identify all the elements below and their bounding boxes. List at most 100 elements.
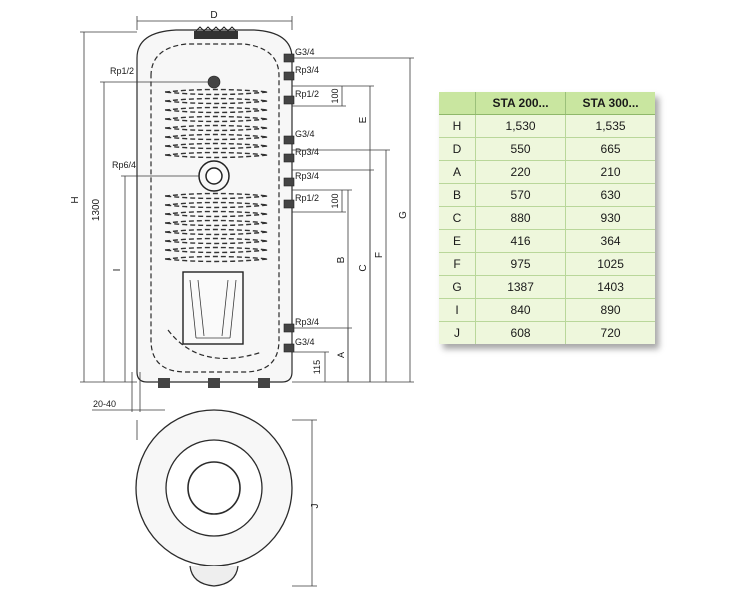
dim-A-label: A xyxy=(336,352,346,358)
table-cell: 608 xyxy=(474,321,566,344)
port-label-right: Rp1/2 xyxy=(295,193,319,203)
tank-top-view: J xyxy=(135,409,321,587)
port-label-right: G3/4 xyxy=(295,129,315,139)
pipe-port xyxy=(283,95,295,105)
table-cell: 1403 xyxy=(565,275,655,299)
table-cell: 416 xyxy=(474,229,566,253)
port-label-left-1: Rp1/2 xyxy=(110,66,134,76)
table-cell: C xyxy=(439,206,476,230)
coil-turn xyxy=(164,201,269,209)
coil-turn xyxy=(164,210,269,218)
pipe-port xyxy=(283,153,295,163)
port-label-left-2: Rp6/4 xyxy=(112,160,136,170)
coil-turn xyxy=(164,124,269,132)
table-cell: A xyxy=(439,160,476,184)
table-cell: 210 xyxy=(565,160,655,184)
coil-turn xyxy=(164,115,269,123)
table-cell: 1387 xyxy=(474,275,566,299)
table-cell: J xyxy=(439,321,476,344)
table-cell: 220 xyxy=(474,160,566,184)
table-cell: 930 xyxy=(565,206,655,230)
table-cell: 975 xyxy=(474,252,566,276)
dim-100-b-label: 100 xyxy=(330,193,340,208)
port-label-right: Rp3/4 xyxy=(295,147,319,157)
table-cell: 630 xyxy=(565,183,655,207)
coil-turn xyxy=(164,237,269,245)
table-cell: 550 xyxy=(474,137,566,161)
tank-side-view: G3/4Rp3/4Rp1/2G3/4Rp3/4Rp3/4Rp1/2Rp3/4G3… xyxy=(136,26,319,388)
pipe-port xyxy=(283,177,295,187)
lower-heat-exchanger-coil xyxy=(164,192,269,263)
table-cell: 720 xyxy=(565,321,655,344)
dim-H-label: H xyxy=(70,196,81,203)
coil-turn xyxy=(164,219,269,227)
dim-I-label: I xyxy=(112,269,123,272)
upper-heat-exchanger-coil xyxy=(164,88,269,159)
coil-turn xyxy=(164,97,269,105)
coil-turn xyxy=(164,142,269,150)
coil-turn xyxy=(164,255,269,263)
dim-C-label: C xyxy=(358,264,369,271)
pipe-port xyxy=(283,71,295,81)
table-cell: 570 xyxy=(474,183,566,207)
table-cell: F xyxy=(439,252,476,276)
port-label-right: G3/4 xyxy=(295,337,315,347)
table-cell: D xyxy=(439,137,476,161)
dim-E-label: E xyxy=(358,116,369,123)
table-header-cell: STA 300... xyxy=(565,92,655,115)
table-cell: 880 xyxy=(474,206,566,230)
inspection-opening xyxy=(182,271,244,345)
coil-turn xyxy=(164,228,269,236)
dim-F-label: F xyxy=(374,252,385,258)
dim-115-label: 115 xyxy=(312,360,322,374)
pipe-port xyxy=(283,343,295,353)
dim-100-a-label: 100 xyxy=(330,88,340,103)
pipe-port xyxy=(283,135,295,145)
coil-turn xyxy=(164,106,269,114)
table-cell: 364 xyxy=(565,229,655,253)
table-cell: 1,535 xyxy=(565,114,655,138)
table-header-cell xyxy=(439,92,476,115)
table-cell: H xyxy=(439,114,476,138)
table-cell: 1,530 xyxy=(474,114,566,138)
table-header-row: STA 200... STA 300... xyxy=(439,92,655,115)
dim-20-40-label: 20-40 xyxy=(93,399,116,409)
coil-turn xyxy=(164,151,269,159)
pipe-port xyxy=(283,199,295,209)
table-cell: 1025 xyxy=(565,252,655,276)
coil-turn xyxy=(164,88,269,96)
dim-D-label: D xyxy=(210,10,217,21)
port-label-right: Rp1/2 xyxy=(295,89,319,99)
port-label-right: Rp3/4 xyxy=(295,171,319,181)
table-cell: 890 xyxy=(565,298,655,322)
port-label-right: Rp3/4 xyxy=(295,317,319,327)
port-label-right: Rp3/4 xyxy=(295,65,319,75)
right-ports: G3/4Rp3/4Rp1/2G3/4Rp3/4Rp3/4Rp1/2Rp3/4G3… xyxy=(283,47,319,353)
dim-1300-label: 1300 xyxy=(91,198,102,221)
table-cell: B xyxy=(439,183,476,207)
table-cell: I xyxy=(439,298,476,322)
coil-turn xyxy=(164,192,269,200)
dimension-lines: D H 1300 I Rp1/2 Rp6/4 20-40 100 100 115… xyxy=(70,10,414,412)
table-cell: 840 xyxy=(474,298,566,322)
table-header-cell: STA 200... xyxy=(474,92,566,115)
coil-turn xyxy=(164,133,269,141)
table-cell: 665 xyxy=(565,137,655,161)
dim-G-label: G xyxy=(398,211,409,219)
coil-turn xyxy=(164,246,269,254)
table-cell: G xyxy=(439,275,476,299)
table-cell: E xyxy=(439,229,476,253)
port-label-right: G3/4 xyxy=(295,47,315,57)
